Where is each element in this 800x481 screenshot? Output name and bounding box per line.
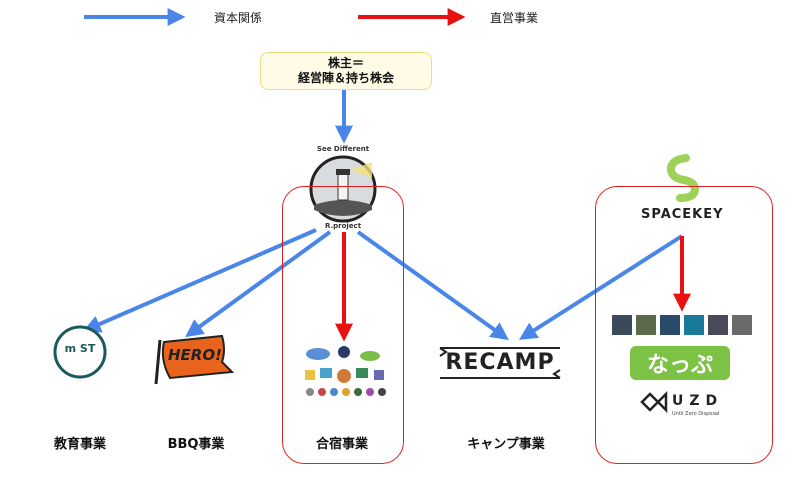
legend-capital-label: 資本関係 <box>214 11 263 25</box>
camp-lodging-logos <box>305 346 386 396</box>
recamp-logo-text: RECAMP <box>445 350 555 375</box>
label-camping: キャンプ事業 <box>467 437 545 452</box>
mst-logo <box>53 325 107 379</box>
spacekey-name: SPACEKEY <box>641 207 724 222</box>
recamp-logo: RECAMP <box>440 344 560 384</box>
mst-logo-text: m ST <box>64 342 96 355</box>
shareholders-box: 株主＝ 経営陣＆持ち株会 <box>260 52 432 90</box>
portfolio-thumbnails <box>612 315 752 335</box>
hero-logo-text: HERO! <box>168 346 222 364</box>
recamp-logo-frame <box>439 347 561 379</box>
rproject-top-caption: See Different <box>316 145 370 153</box>
arrow-rproject-to-camping <box>356 230 509 341</box>
nappu-logo: なっぷ <box>630 346 730 380</box>
label-education: 教育事業 <box>53 437 106 452</box>
uzd-logo-subtext: Until Zero Disposal <box>672 411 720 417</box>
shareholders-line2: 経営陣＆持ち株会 <box>297 71 394 85</box>
arrow-spacekey-to-camping <box>518 234 684 340</box>
spacekey-direct-group <box>595 186 773 464</box>
label-bbq: BBQ事業 <box>167 437 225 452</box>
rproject-direct-group <box>282 186 404 464</box>
rproject-bottom-caption: R.project <box>324 222 362 230</box>
arrow-rproject-to-education <box>82 228 317 333</box>
shareholders-line1: 株主＝ <box>327 56 364 70</box>
rproject-logo <box>309 155 377 223</box>
legend-direct-label: 直営事業 <box>490 11 539 25</box>
hero-logo <box>154 334 235 385</box>
arrow-rproject-to-bbq <box>185 230 332 338</box>
label-camp-lodging: 合宿事業 <box>315 437 368 452</box>
spacekey-logo <box>666 154 700 202</box>
uzd-logo-mark <box>640 390 668 414</box>
uzd-logo-text: UZD <box>672 393 724 409</box>
